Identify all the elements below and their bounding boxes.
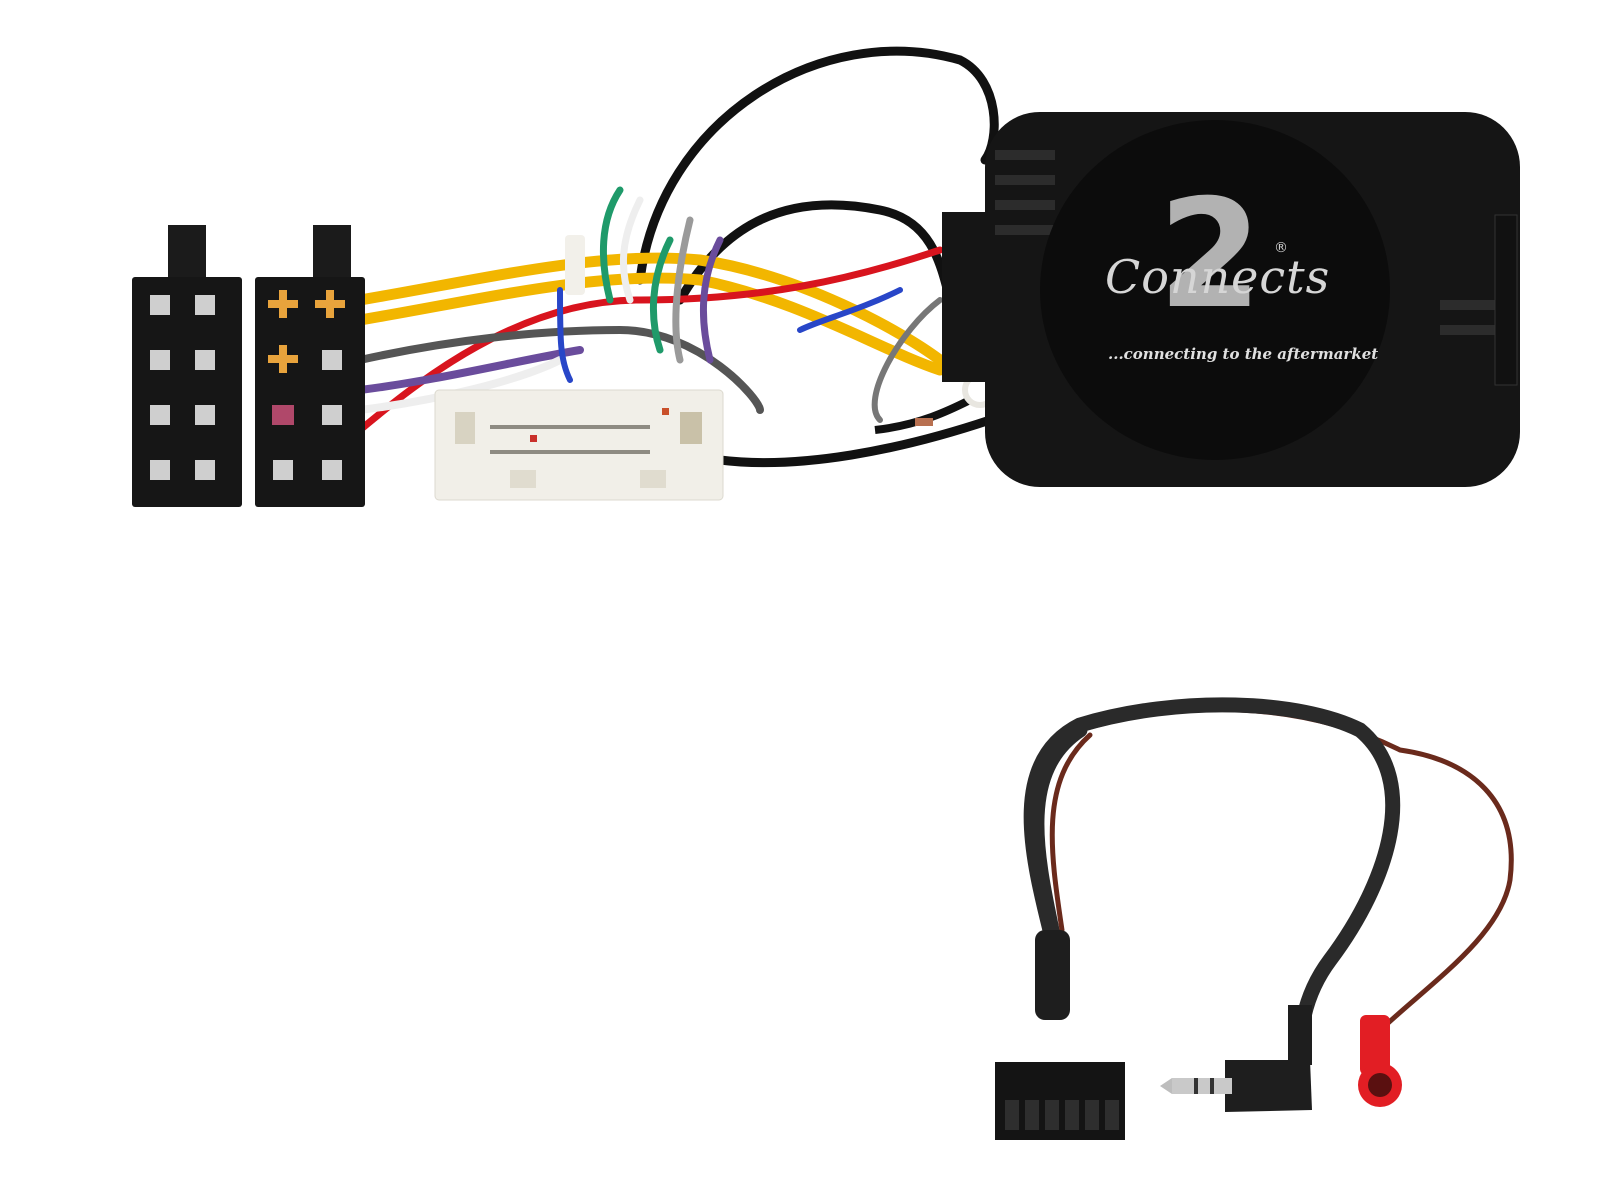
vehicle-connector bbox=[434, 389, 724, 501]
patch-lead bbox=[1023, 697, 1514, 1068]
brand-numeral: 2 bbox=[1158, 168, 1263, 342]
brand-tagline: ...connecting to the aftermarket bbox=[1108, 345, 1379, 363]
registered-mark: ® bbox=[1274, 240, 1288, 256]
brand-logo: Connects bbox=[1105, 250, 1331, 304]
antenna-plug bbox=[1358, 1015, 1402, 1107]
cable-tie bbox=[565, 235, 585, 295]
audio-jack-3-5mm bbox=[1160, 1005, 1312, 1112]
interface-module bbox=[942, 112, 1520, 487]
iso-connector bbox=[132, 225, 365, 507]
wire-bundle bbox=[354, 46, 999, 468]
twelve-pin-connector bbox=[995, 930, 1125, 1140]
